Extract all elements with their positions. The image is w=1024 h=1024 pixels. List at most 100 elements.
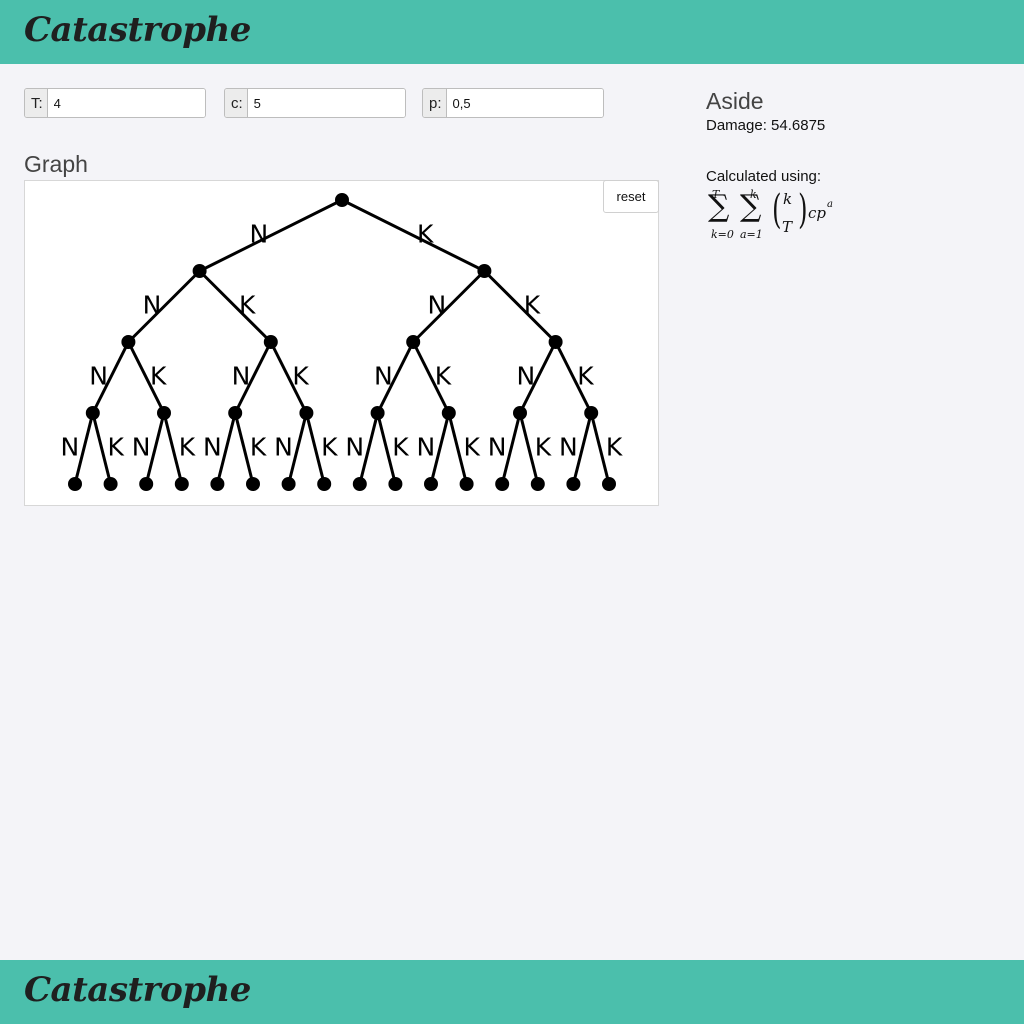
tree-leaf-node[interactable] — [210, 477, 225, 491]
t-label: T: — [25, 89, 48, 117]
c-field: c: — [224, 88, 406, 118]
tree-node[interactable] — [548, 335, 563, 349]
edge-label-n: N — [559, 433, 578, 462]
tree-edge — [198, 198, 343, 273]
tree-leaf-node[interactable] — [68, 477, 82, 491]
tree-edge — [412, 269, 486, 344]
tree-edge — [233, 412, 255, 485]
tree-leaf-node[interactable] — [139, 477, 154, 491]
damage-value: 54.6875 — [771, 117, 826, 134]
tree-edge — [376, 341, 415, 414]
top-bar: Catastrophe — [0, 0, 1024, 64]
binomial-left-paren: ( — [772, 187, 782, 233]
tree-edge — [127, 341, 166, 414]
tree-edge — [447, 412, 469, 485]
tree-node[interactable] — [513, 406, 527, 420]
tree-node[interactable] — [192, 264, 207, 278]
tree-edge — [162, 412, 184, 485]
tree-leaf-node[interactable] — [459, 477, 474, 491]
tree-node[interactable] — [406, 335, 421, 349]
damage-label: Damage: — [706, 117, 767, 134]
p-field: p: — [422, 88, 604, 118]
inner-sum-symbol: ∑ — [740, 189, 762, 224]
tree-edge — [518, 341, 557, 414]
footer-brand-logo[interactable]: Catastrophe — [24, 970, 251, 1010]
outer-sum-symbol: ∑ — [708, 189, 730, 224]
tree-leaf-node[interactable] — [566, 477, 581, 491]
tree-node[interactable] — [228, 406, 243, 420]
edge-label-k: K — [606, 433, 623, 462]
p-input[interactable] — [446, 89, 603, 117]
outer-sum-lower: k=0 — [711, 228, 734, 241]
edge-label-k: K — [250, 433, 267, 462]
edge-label-k: K — [524, 291, 541, 320]
edge-label-n: N — [345, 433, 364, 462]
tree-edge — [215, 412, 237, 485]
tree-node[interactable] — [335, 193, 349, 207]
tree-leaf-node[interactable] — [174, 477, 189, 491]
tree-node[interactable] — [299, 406, 314, 420]
tree-edge — [518, 412, 540, 485]
tree-node[interactable] — [263, 335, 278, 349]
tree-leaf-node[interactable] — [495, 477, 510, 491]
aside-title: Aside — [706, 88, 764, 114]
t-input[interactable] — [47, 89, 205, 117]
edge-label-k: K — [150, 362, 167, 391]
t-field: T: — [24, 88, 206, 118]
edge-label-n: N — [516, 362, 535, 391]
edge-label-k: K — [107, 433, 124, 462]
tree-leaf-node[interactable] — [246, 477, 260, 491]
p-label: p: — [423, 89, 447, 117]
inner-sum-lower: a=1 — [740, 228, 763, 241]
edge-label-n: N — [61, 433, 80, 462]
edge-label-n: N — [203, 433, 222, 462]
edge-label-k: K — [321, 433, 338, 462]
tree-edge — [571, 412, 593, 485]
tree-leaf-node[interactable] — [317, 477, 332, 491]
tree-edge — [358, 412, 380, 485]
tree-edge — [287, 412, 308, 485]
tree-edge — [411, 341, 451, 414]
calculated-using-label: Calculated using: — [706, 168, 822, 185]
brand-logo[interactable]: Catastrophe — [24, 10, 251, 50]
tree-leaf-node[interactable] — [424, 477, 438, 491]
tree-edge — [233, 341, 273, 414]
tree-edge — [483, 269, 557, 344]
tree-leaf-node[interactable] — [281, 477, 296, 491]
binomial-bottom: T — [782, 218, 793, 236]
formula-exponent: a — [827, 199, 833, 210]
edge-label-n: N — [232, 362, 251, 391]
edge-label-n: N — [143, 291, 162, 320]
tree-edge — [376, 412, 397, 485]
tree-leaf-node[interactable] — [530, 477, 545, 491]
edge-label-k: K — [179, 433, 196, 462]
reset-button[interactable]: reset — [603, 180, 659, 213]
tree-node[interactable] — [157, 406, 171, 420]
edge-label-k: K — [535, 433, 552, 462]
tree-node[interactable] — [370, 406, 385, 420]
edge-label-n: N — [427, 291, 446, 320]
tree-node[interactable] — [584, 406, 599, 420]
tree-node[interactable] — [121, 335, 136, 349]
tree-leaf-node[interactable] — [388, 477, 403, 491]
edge-label-k: K — [417, 220, 434, 249]
damage-readout: Damage: 54.6875 — [706, 117, 825, 134]
tree-node[interactable] — [441, 406, 456, 420]
tree-node[interactable] — [85, 406, 100, 420]
tree-edge — [91, 412, 113, 485]
tree-edge — [589, 412, 611, 485]
c-input[interactable] — [247, 89, 405, 117]
bottom-bar: Catastrophe — [0, 960, 1024, 1024]
edge-label-n: N — [249, 220, 268, 249]
tree-leaf-node[interactable] — [103, 477, 118, 491]
damage-formula: T ∑ k=0 k ∑ a=1 ( k T ) cp a — [706, 186, 846, 246]
tree-leaf-node[interactable] — [352, 477, 367, 491]
edge-label-n: N — [274, 433, 293, 462]
c-label: c: — [225, 89, 248, 117]
tree-node[interactable] — [477, 264, 492, 278]
tree-edge — [144, 412, 166, 485]
edge-label-k: K — [392, 433, 409, 462]
tree-leaf-node[interactable] — [602, 477, 616, 491]
